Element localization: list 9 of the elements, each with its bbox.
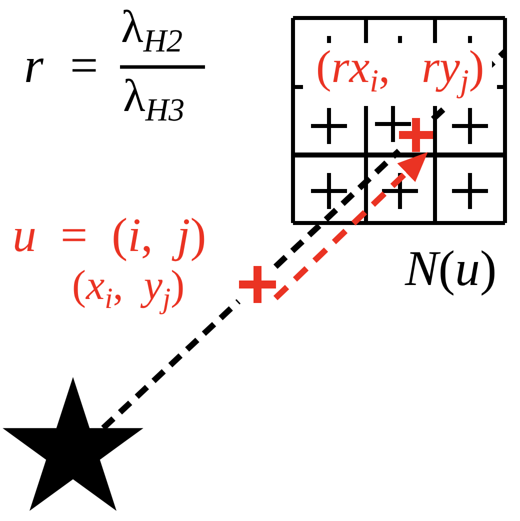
equation-text: r = <box>24 38 98 93</box>
point-label: u = (i, j) <box>12 210 206 264</box>
denominator-text: λ$_{H3}$ <box>123 70 185 130</box>
dashed-arrow <box>273 152 428 300</box>
coordinate-label: (x$_{i}$, y$_{j}$) <box>72 262 185 316</box>
dashed-line <box>273 148 402 269</box>
numerator-text: λ$_{H2}$ <box>121 2 183 60</box>
grid-label: N(u) <box>405 240 497 298</box>
dashed-line <box>101 299 241 430</box>
